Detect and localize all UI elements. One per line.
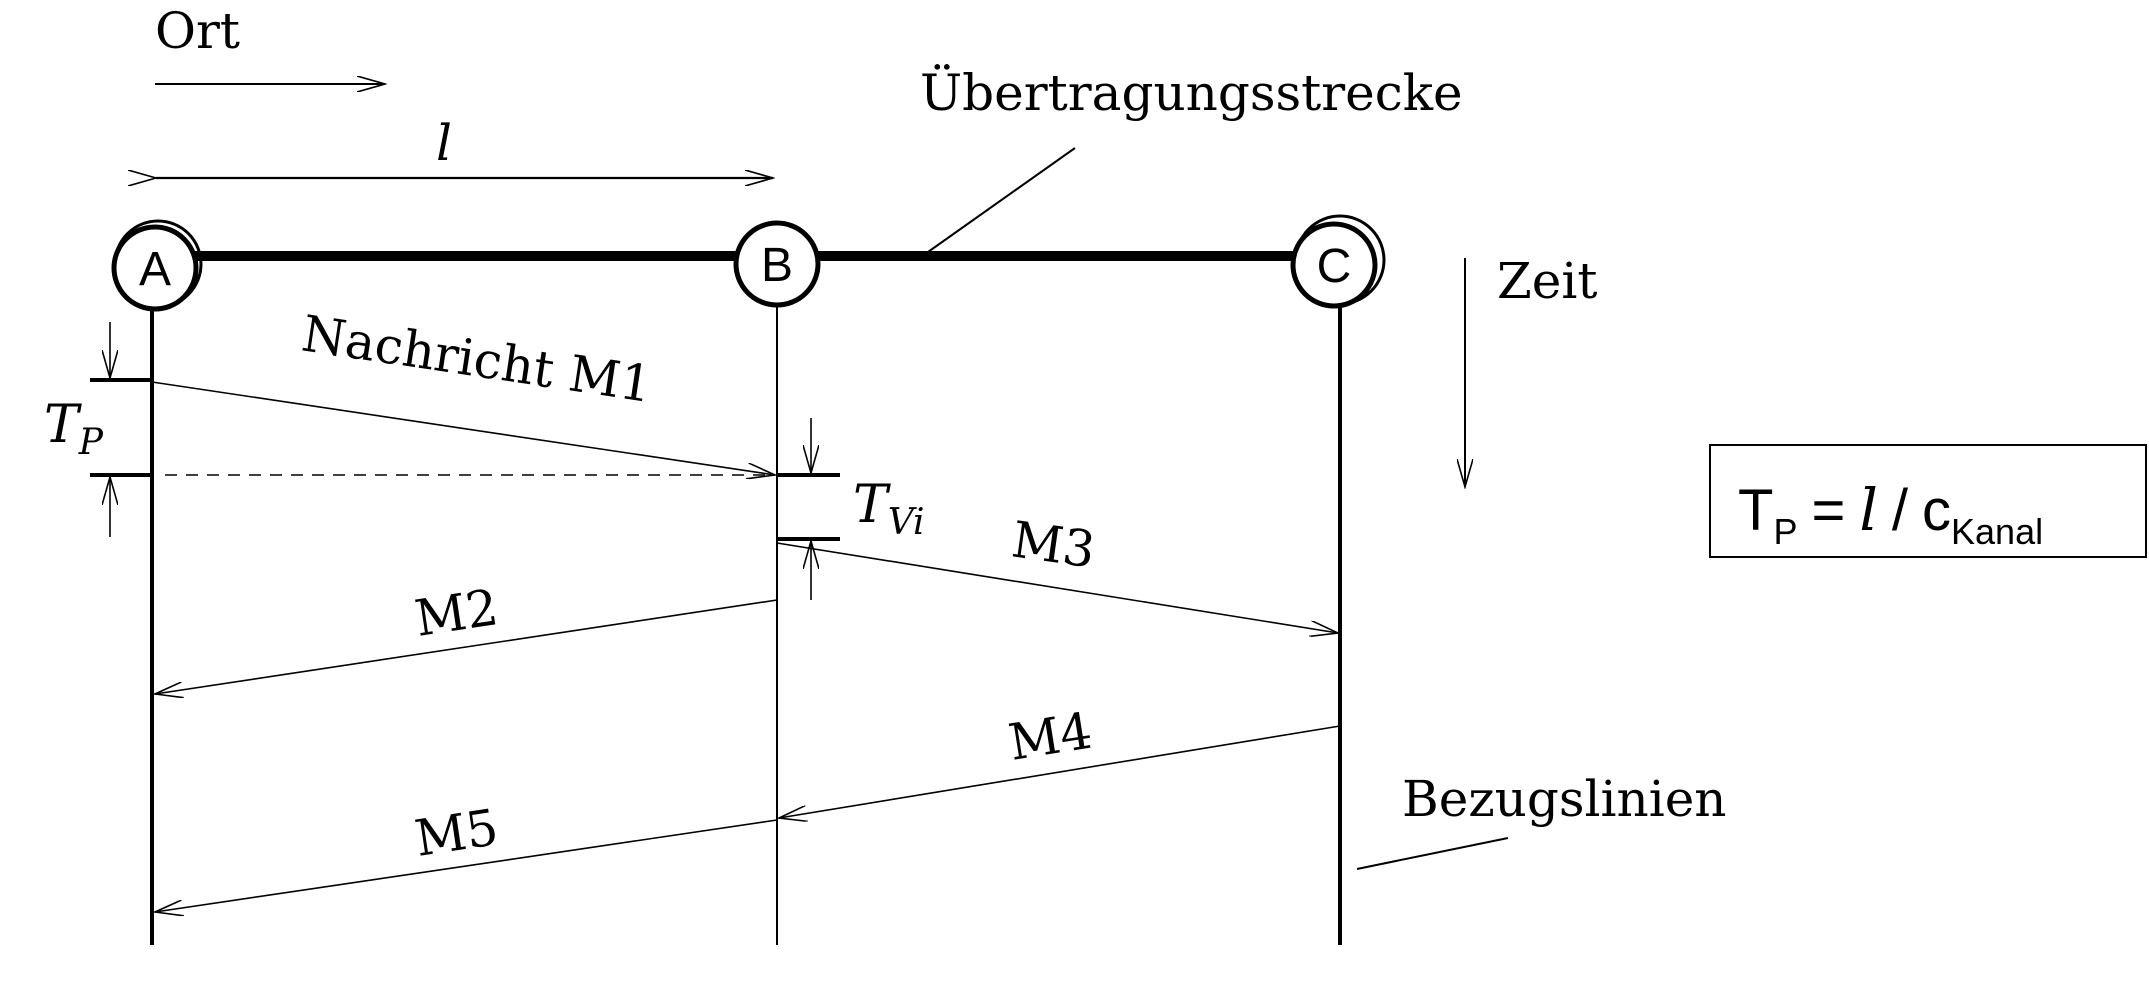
node-a: A [111, 219, 203, 312]
formula-box: TP=l/cKanal [1709, 444, 2147, 558]
node-c: C [1290, 214, 1386, 309]
tp-interval: TP [44, 322, 152, 537]
message-m5-label: M5 [411, 798, 502, 868]
message-m4-label: M4 [1005, 702, 1096, 772]
message-m3-arrow [776, 542, 1338, 633]
message-m2-arrow [155, 599, 778, 694]
message-m2-label: M2 [411, 578, 502, 648]
node-a-label: A [139, 243, 171, 296]
time-axis-label: Zeit [1497, 252, 1597, 310]
tvi-label: TVi [853, 475, 925, 543]
node-b-label: B [761, 239, 793, 292]
space-axis-label: Ort [155, 2, 240, 60]
formula-text: TP=l/cKanal [1738, 476, 2043, 552]
message-m5-arrow [155, 819, 778, 912]
node-b: B [733, 220, 821, 308]
reference-lines-pointer [1356, 837, 1509, 870]
node-c-label: C [1317, 240, 1352, 293]
tvi-interval: TVi [777, 418, 925, 600]
message-m4-arrow [779, 725, 1341, 818]
link-pointer-line [927, 147, 1076, 253]
reference-lines-label: Bezugslinien [1402, 770, 1727, 828]
distance-label: l [436, 114, 452, 172]
tp-label: TP [44, 395, 104, 463]
message-m3-label: M3 [1008, 510, 1098, 579]
message-m1-label: Nachricht M1 [298, 305, 656, 415]
link-label: Übertragungsstrecke [920, 63, 1463, 122]
message-m1-arrow [151, 381, 775, 475]
